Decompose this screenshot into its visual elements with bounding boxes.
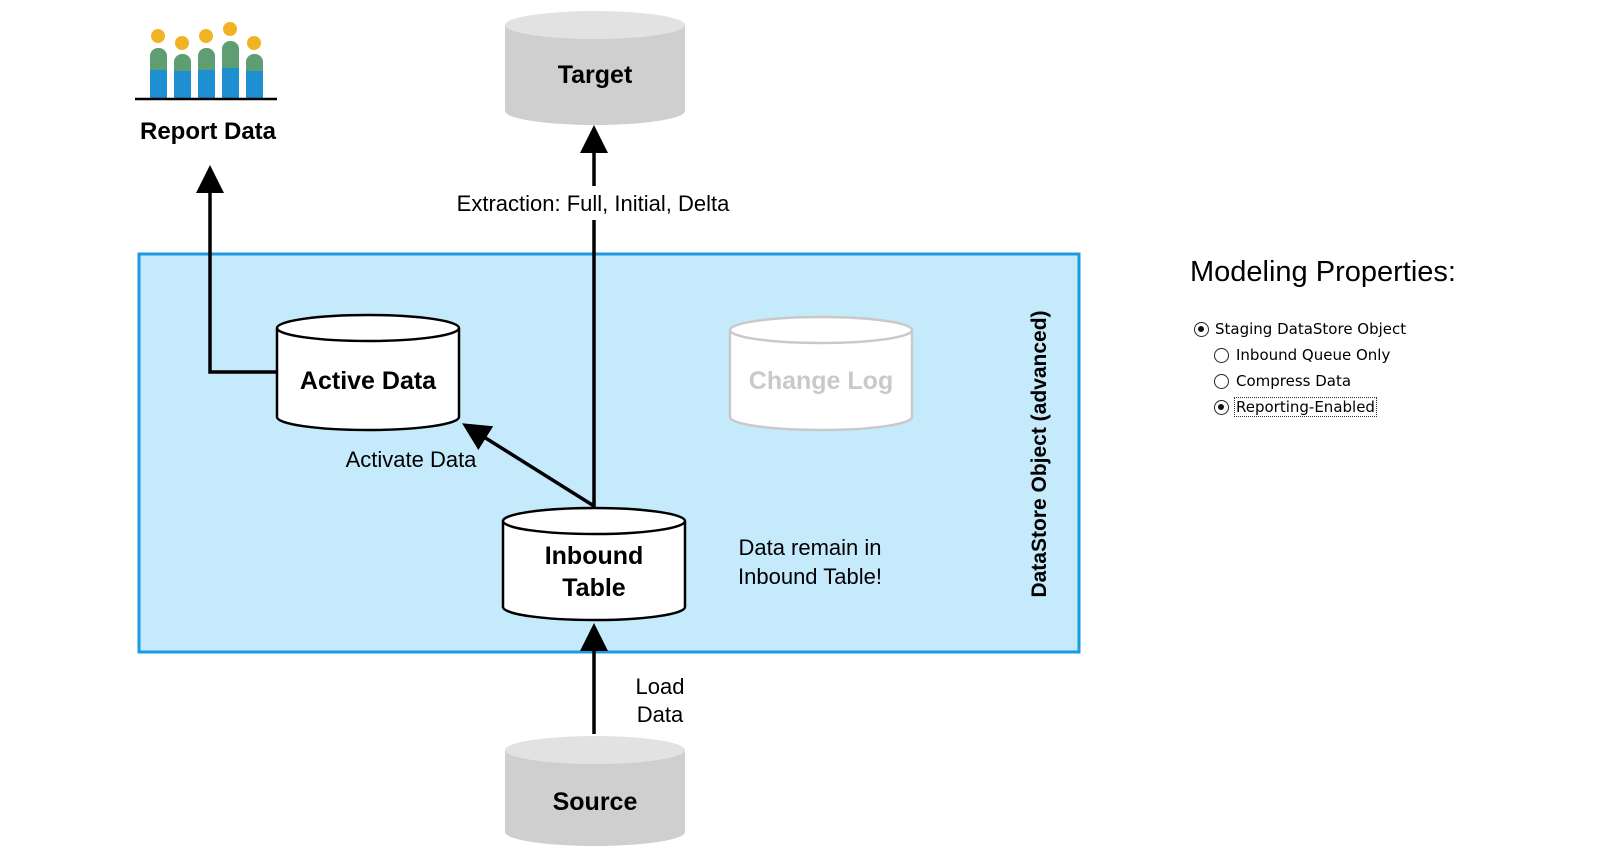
person-figure-2 [174,36,191,98]
arrow-active-to-report [196,165,277,374]
person-figure-3 [198,29,215,98]
activate-data-label: Activate Data [346,447,478,472]
staging-label: Staging DataStore Object [1215,320,1407,338]
change-log-label: Change Log [749,367,893,395]
remain-note-line2: Inbound Table! [738,564,882,589]
target-label: Target [558,61,633,89]
reporting-label: Reporting-Enabled [1234,397,1377,417]
active-data-label: Active Data [300,367,437,395]
datastore-container-label: DataStore Object (advanced) [1028,310,1051,597]
person-figure-4 [222,22,239,98]
inbound-queue-label: Inbound Queue Only [1236,346,1391,364]
arrow-inbound-to-active [462,423,595,508]
report-data-label: Report Data [140,118,277,145]
source-label: Source [553,788,638,816]
reporting-radio[interactable] [1214,400,1229,415]
inbound-table-label-line2: Table [562,574,626,602]
person-figure-5 [246,36,263,98]
staging-radio-dot [1198,326,1204,332]
compress-label: Compress Data [1236,372,1352,390]
inbound-table-label-line1: Inbound [545,542,644,570]
staging-radio[interactable] [1194,322,1209,337]
change-log-cylinder [728,315,914,432]
remain-note-line1: Data remain in [738,535,881,560]
person-figure-1 [150,29,167,98]
reporting-radio-dot [1218,404,1224,410]
active-data-cylinder [275,313,461,432]
source-cylinder [505,736,685,846]
modeling-properties-title: Modeling Properties: [1190,256,1456,288]
extraction-label-bg [438,186,750,220]
people-chart-icon [135,22,277,101]
extraction-label: Extraction: Full, Initial, Delta [457,191,730,216]
target-cylinder [505,11,685,125]
inbound-queue-radio[interactable] [1214,348,1229,363]
load-data-label-line2: Data [637,702,684,727]
inbound-table-cylinder [501,506,687,622]
load-data-label-line1: Load [636,674,685,699]
compress-radio[interactable] [1214,374,1229,389]
